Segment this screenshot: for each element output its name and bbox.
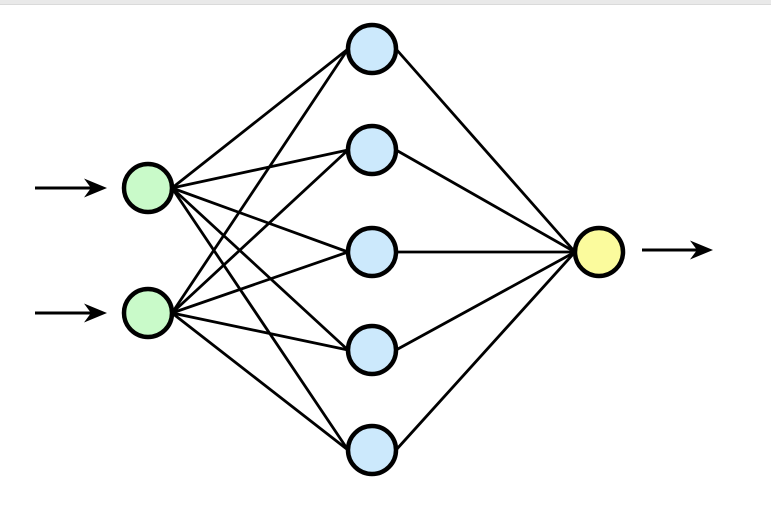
edge-h1-out1 (394, 48, 577, 253)
edge-in1-h3 (171, 186, 349, 254)
edge-in2-h2 (171, 148, 349, 315)
hidden-node-1 (345, 22, 399, 76)
hidden-node-4 (345, 323, 399, 377)
edge-in2-h1 (170, 48, 350, 314)
input-node-1 (121, 161, 175, 215)
edge-h5-out1 (394, 251, 577, 451)
input-node-2 (121, 286, 175, 340)
edge-in1-h2 (171, 148, 349, 190)
edge-in1-h4 (171, 186, 349, 352)
edge-h2-out1 (395, 148, 576, 254)
hidden-node-2 (345, 123, 399, 177)
input-arrow-1-icon (35, 178, 107, 198)
edge-in1-h5 (170, 187, 350, 451)
hidden-node-3 (345, 225, 399, 279)
edge-in2-h3 (171, 250, 349, 315)
output-node-1 (572, 225, 626, 279)
edge-in2-h4 (171, 311, 349, 352)
edge-h4-out1 (395, 250, 576, 352)
input-arrow-2-icon (35, 303, 107, 323)
edge-in2-h5 (171, 311, 349, 452)
output-arrow-icon (642, 240, 713, 260)
edge-in1-h1 (171, 47, 349, 190)
hidden-node-5 (345, 423, 399, 477)
top-border-strip (0, 0, 771, 5)
